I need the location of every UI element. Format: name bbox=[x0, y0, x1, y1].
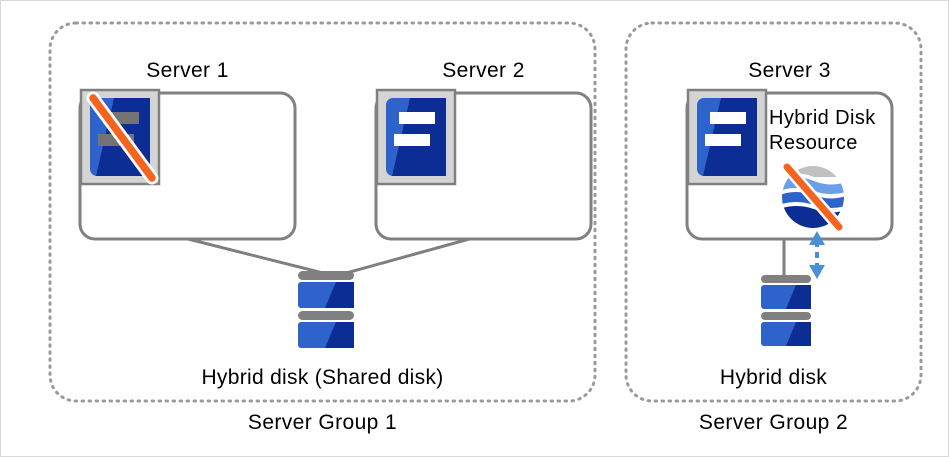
shared-disk-block-1-shade bbox=[325, 282, 354, 308]
server-1-title: Server 1 bbox=[146, 59, 229, 82]
hybrid-disk-resource-label-line2: Resource bbox=[769, 132, 858, 154]
local-disk-caption: Hybrid disk bbox=[719, 366, 828, 389]
server-group-1-boundary bbox=[48, 21, 597, 403]
server-group-2-boundary bbox=[624, 21, 923, 403]
shared-disk-graphic bbox=[298, 271, 354, 348]
globe-crossout-icon bbox=[783, 163, 843, 231]
local-disk-block-1-shade bbox=[786, 285, 811, 309]
shared-disk-divider bbox=[298, 311, 354, 320]
connector-server2-to-disk bbox=[338, 236, 474, 277]
server-1-crossout-icon bbox=[89, 94, 156, 182]
server-3-icon-bar-bottom bbox=[705, 134, 741, 146]
server-group-2-label: Server Group 2 bbox=[698, 411, 849, 434]
connector-server1-to-disk bbox=[183, 236, 332, 277]
server-2-icon-bar-top bbox=[399, 112, 435, 124]
mirror-arrow-head-down bbox=[809, 265, 825, 279]
server-group-1-label: Server Group 1 bbox=[247, 411, 398, 434]
hybrid-mirror-arrow bbox=[809, 231, 825, 279]
shared-disk-caption: Hybrid disk (Shared disk) bbox=[201, 366, 444, 389]
server-3-title: Server 3 bbox=[748, 59, 831, 82]
local-disk-divider bbox=[761, 312, 811, 320]
server-2-title: Server 2 bbox=[442, 59, 525, 82]
local-disk-block-2-shade bbox=[786, 322, 811, 346]
server-3-icon-bar-top bbox=[710, 112, 746, 124]
local-disk-graphic bbox=[761, 275, 811, 346]
globe-icon bbox=[781, 161, 845, 233]
local-disk-cap bbox=[761, 275, 811, 283]
shared-disk-cap bbox=[298, 271, 354, 280]
hybrid-disk-resource-label-line1: Hybrid Disk bbox=[769, 107, 876, 129]
shared-disk-block-2-shade bbox=[325, 322, 354, 348]
server-2-icon-bar-bottom bbox=[394, 134, 430, 146]
mirror-arrow-head-up bbox=[809, 231, 825, 245]
